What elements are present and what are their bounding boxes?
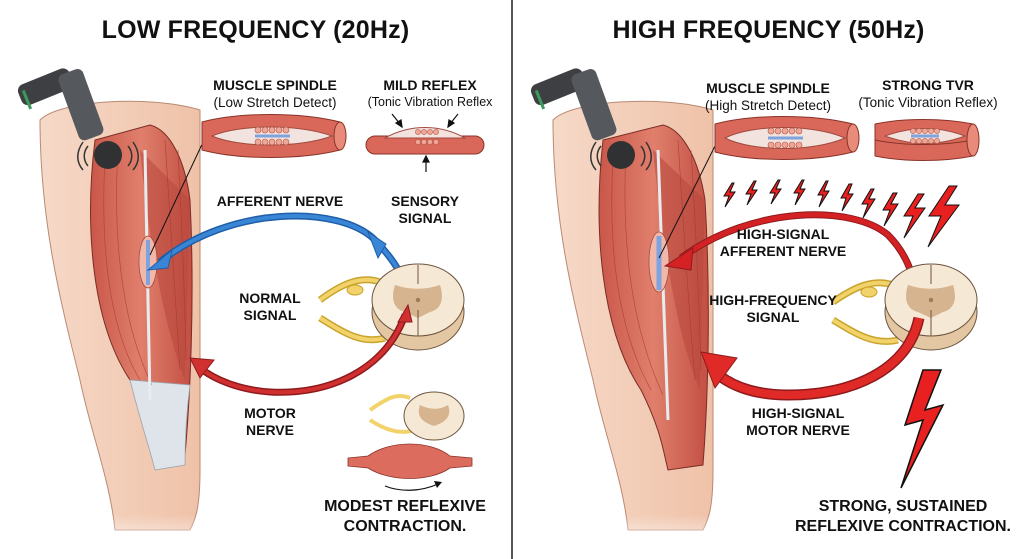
high-frequency-panel: HIGH FREQUENCY (50Hz) MUSCLE SPINDLE (Hi… xyxy=(513,0,1024,559)
label-line: SENSORY xyxy=(391,193,459,209)
leg-illustration xyxy=(513,100,733,559)
label-line: HIGH-SIGNAL xyxy=(736,226,830,242)
leg-illustration xyxy=(0,100,220,559)
muscle-spindle-in-leg xyxy=(648,231,670,293)
high-signal-motor-arrow xyxy=(700,316,925,401)
normal-signal-label: NORMAL SIGNAL xyxy=(225,290,315,324)
motor-nerve-label: MOTOR NERVE xyxy=(225,405,315,439)
strong-tvr-label: STRONG TVR (Tonic Vibration Reflex) xyxy=(843,77,1013,111)
spindle-title: MUSCLE SPINDLE xyxy=(706,80,830,96)
label-line: CONTRACTION. xyxy=(343,518,467,535)
label-line: STRONG, SUSTAINED xyxy=(818,498,988,515)
lightning-bolt-icon xyxy=(769,179,782,205)
label-line: MODEST REFLEXIVE xyxy=(324,498,486,515)
vibration-waves-icon xyxy=(590,141,652,171)
label-line: HIGH-FREQUENCY xyxy=(709,292,837,308)
panel-divider xyxy=(511,0,513,559)
spindle-subtitle: (Low Stretch Detect) xyxy=(213,95,337,110)
muscle-spindle-in-leg xyxy=(138,235,158,289)
label-line: SIGNAL xyxy=(746,309,800,325)
lightning-bolt-icon xyxy=(745,180,758,206)
label-line: NERVE xyxy=(246,422,294,438)
spindle-title: MUSCLE SPINDLE xyxy=(213,77,337,93)
spinal-cord-icon xyxy=(830,263,978,351)
mild-reflex-icon xyxy=(365,113,485,172)
lightning-bolt-icon xyxy=(900,369,945,489)
motor-nerve-arrow xyxy=(189,303,413,396)
reflex-title: MILD REFLEX xyxy=(383,77,477,93)
reflex-title: STRONG TVR xyxy=(882,77,974,93)
massage-gun-icon xyxy=(530,68,652,171)
muscle-spindle-icon xyxy=(714,116,860,160)
reflex-subtitle: (Tonic Vibration Reflex xyxy=(367,95,493,109)
spindle-subtitle: (High Stretch Detect) xyxy=(704,98,832,113)
high-frequency-signal-label: HIGH-FREQUENCY SIGNAL xyxy=(708,292,838,326)
low-frequency-panel: LOW FREQUENCY (20Hz) MUSCLE SPINDLE (Low… xyxy=(0,0,511,559)
label-line: AFFERENT NERVE xyxy=(719,243,847,259)
muscle-spindle-label: MUSCLE SPINDLE (High Stretch Detect) xyxy=(683,80,853,114)
reflex-subtitle: (Tonic Vibration Reflex) xyxy=(858,95,998,110)
high-signal-motor-label: HIGH-SIGNAL MOTOR NERVE xyxy=(738,405,858,439)
lightning-bolt-icon xyxy=(793,179,806,206)
lightning-bolt-icon xyxy=(882,192,899,227)
lightning-bolt-icon xyxy=(927,185,960,248)
vibration-waves-icon xyxy=(77,141,139,171)
small-spinal-cord-icon xyxy=(368,391,465,441)
label-line: MOTOR NERVE xyxy=(746,422,850,438)
high-signal-afferent-label: HIGH-SIGNAL AFFERENT NERVE xyxy=(713,226,853,260)
label-line: NORMAL xyxy=(239,290,301,306)
label-line: SIGNAL xyxy=(243,307,297,323)
panel-title: LOW FREQUENCY (20Hz) xyxy=(101,16,410,44)
massage-gun-icon xyxy=(17,68,139,171)
label-line: SIGNAL xyxy=(398,210,452,226)
lightning-bolt-icon xyxy=(840,183,854,212)
contracting-muscle-icon xyxy=(347,443,473,491)
label-line: MOTOR xyxy=(244,405,296,421)
arrow-icon xyxy=(391,113,459,172)
result-label: STRONG, SUSTAINED REFLEXIVE CONTRACTION. xyxy=(793,497,1013,537)
muscle-spindle-label: MUSCLE SPINDLE (Low Stretch Detect) xyxy=(195,77,355,111)
mild-reflex-label: MILD REFLEX (Tonic Vibration Reflex xyxy=(350,77,510,111)
lightning-bolt-icon xyxy=(861,188,876,219)
label-line: HIGH-SIGNAL xyxy=(751,405,845,421)
lightning-bolt-icon xyxy=(723,182,736,208)
low-frequency-illustration xyxy=(0,68,485,559)
label-line: REFLEXIVE CONTRACTION. xyxy=(794,518,1011,535)
lightning-bolt-icon xyxy=(817,180,830,208)
strong-tvr-icon xyxy=(874,119,980,161)
result-label: MODEST REFLEXIVE CONTRACTION. xyxy=(315,497,495,537)
lightning-bolt-icon xyxy=(903,193,926,239)
panel-title: HIGH FREQUENCY (50Hz) xyxy=(612,16,925,44)
sensory-signal-label: SENSORY SIGNAL xyxy=(375,193,475,227)
signal-bolts xyxy=(723,179,960,248)
muscle-spindle-icon xyxy=(201,114,347,158)
high-frequency-illustration xyxy=(513,68,980,559)
pointer-line xyxy=(149,137,206,256)
afferent-nerve-label: AFFERENT NERVE xyxy=(216,193,344,209)
pointer-line xyxy=(658,139,719,259)
